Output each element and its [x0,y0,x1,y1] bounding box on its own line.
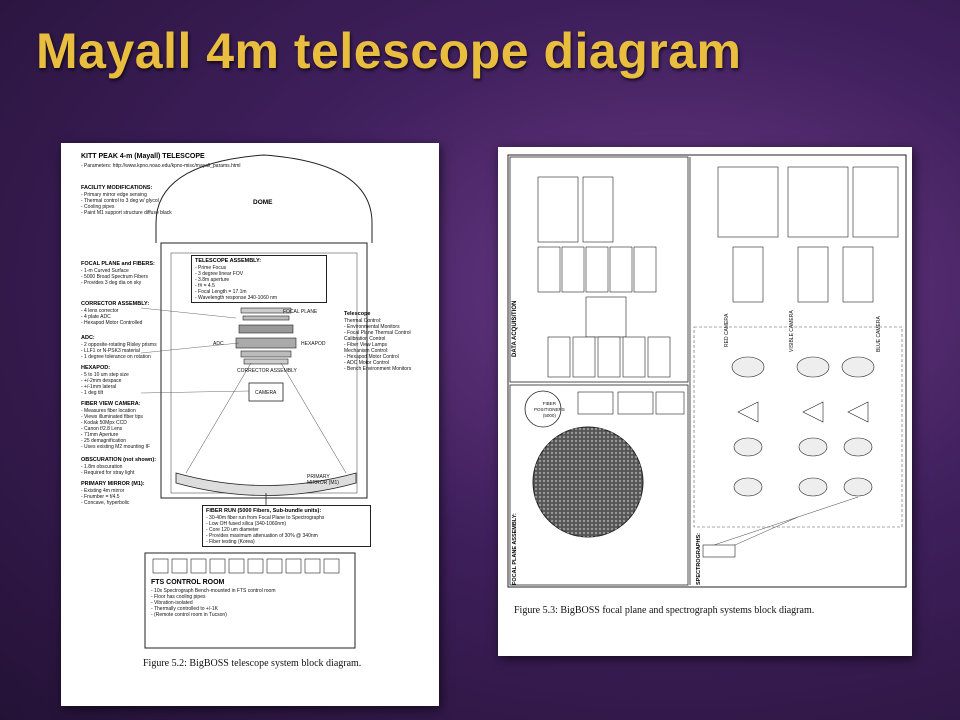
fts-title: FTS CONTROL ROOM [151,579,225,586]
slide-title: Mayall 4m telescope diagram [36,23,742,79]
control-lines: Thermal Control: - Environmental Monitor… [344,318,412,372]
blue-camera-label: BLUE CAMERA [876,316,882,352]
label-primary-mirror: PRIMARY MIRROR (M1) [307,474,339,486]
adc-lines: - 2 opposite-rotating Risley prisms - LL… [81,342,157,360]
hexapod-title: HEXAPOD: [81,365,111,371]
corrector-lines: - 4 lens corrector - 4 plate ADC - Hexap… [81,308,143,326]
params-line: - Parameters: http://www.kpno.noao.edu/k… [81,163,241,169]
label-corrector: CORRECTOR ASSEMBLY [237,368,297,374]
fiber-run-box: FIBER RUN (5000 Fibers, Sub-bundle units… [202,505,371,547]
right-figure-caption: Figure 5.3: BigBOSS focal plane and spec… [514,605,815,616]
fiber-run-lines: - 30-40m fiber run from Focal Plane to S… [206,515,325,545]
visible-camera-label: VISIBLE CAMERA [789,310,795,352]
primary-title: PRIMARY MIRROR (M1): [81,481,145,487]
label-hexapod: HEXAPOD [301,341,326,347]
control-title: Telescope [344,311,371,317]
facility-lines: - Primary mirror edge sensing - Thermal … [81,192,172,216]
fiber-positioners-label: FIBER POSITIONERS (5000) [534,401,565,418]
telescope-block-diagram: KITT PEAK 4-m (Mayall) TELESCOPE - Param… [61,143,439,706]
telescope-assembly-lines: - Prime Focus - 3 degree linear FOV - 3.… [195,265,278,301]
spectrographs-label: SPECTROGRAPHS: [696,533,702,585]
primary-lines: - Existing 4m mirror - Fnumber = f/4.5 -… [81,488,130,506]
left-figure-caption: Figure 5.2: BigBOSS telescope system blo… [143,658,362,669]
fts-lines: - 10x Spectrograph Bench-mounted in FTS … [151,588,276,618]
dome-label: DOME [253,199,273,206]
fiber-view-title: FIBER VIEW CAMERA: [81,401,141,407]
facility-title: FACILITY MODIFICATIONS: [81,185,153,191]
focal-plane-lines: - 1-m Curved Surface - 5000 Broad Spectr… [81,268,148,286]
red-camera-label: RED CAMERA [724,313,730,347]
label-focal-plane: FOCAL PLANE [283,309,318,315]
adc-title: ADC: [81,335,95,341]
spectrograph-drawing [507,154,907,588]
telescope-assembly-title: TELESCOPE ASSEMBLY: [195,258,262,264]
corrector-title: CORRECTOR ASSEMBLY: [81,301,150,307]
hexapod-lines: - 5 to 10 um step size - +/-2mm despace … [81,372,129,396]
focal-plane-title: FOCAL PLANE and FIBERS: [81,261,155,267]
telescope-assembly-box: TELESCOPE ASSEMBLY: - Prime Focus - 3 de… [191,255,327,303]
obscuration-title: OBSCURATION (not shown): [81,457,157,463]
fiber-run-title: FIBER RUN (5000 Fibers, Sub-bundle units… [206,508,322,514]
label-camera: CAMERA [255,390,277,396]
fiber-view-lines: - Measures fiber location - Views illumi… [81,408,150,450]
data-acquisition-label: DATA ACQUISITION [512,300,518,357]
focal-plane-assembly-label: FOCAL PLANE ASSEMBLY: [512,513,518,585]
figure-header: KITT PEAK 4-m (Mayall) TELESCOPE [81,153,205,160]
focal-plane-spectrograph-diagram: DATA ACQUISITION FOCAL PLANE ASSEMBLY: F… [498,147,912,656]
label-adc: ADC [213,341,224,347]
obscuration-lines: - 1.8m obscuration - Required for stray … [81,464,135,476]
